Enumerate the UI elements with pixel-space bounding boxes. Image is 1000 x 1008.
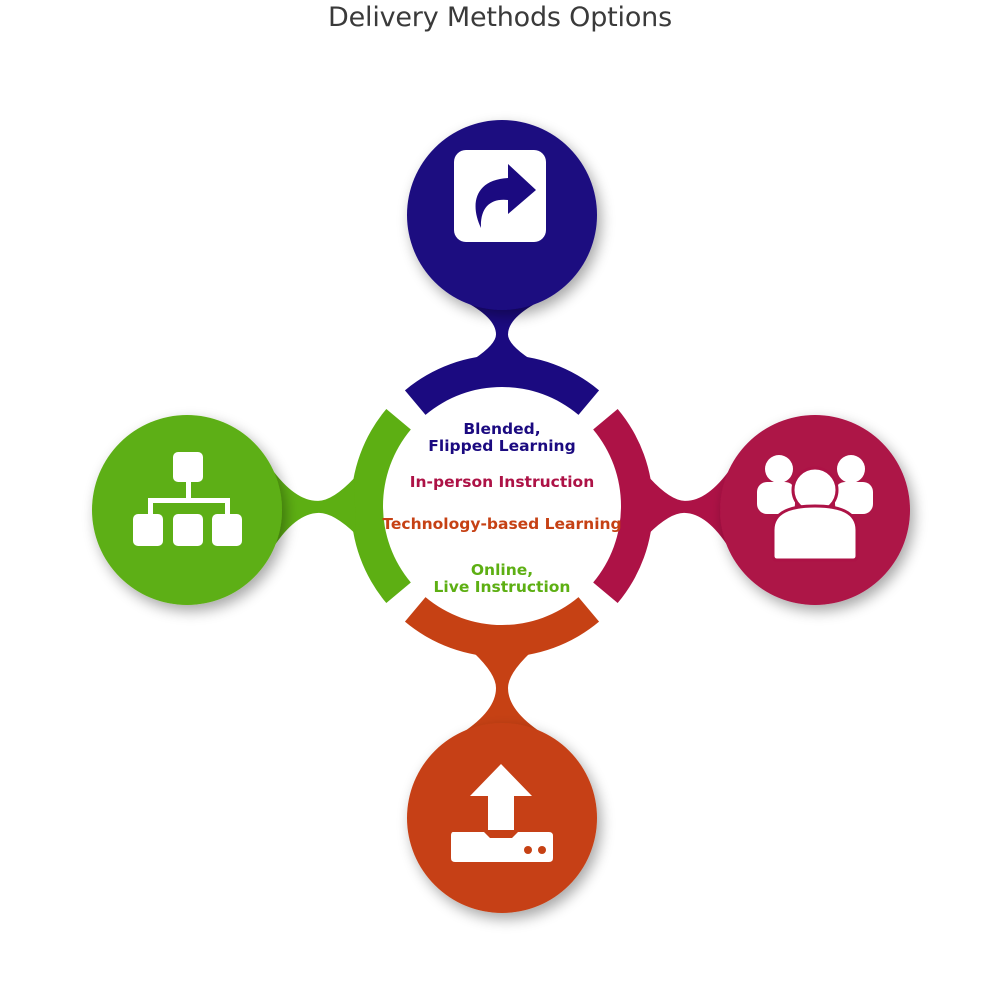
upload-tray-icon (451, 764, 553, 862)
page-title: Delivery Methods Options (328, 2, 672, 33)
node-bottom[interactable] (404, 597, 600, 913)
org-chart-icon (133, 452, 242, 546)
connector-right (648, 467, 731, 548)
connector-left (271, 467, 356, 548)
center-label-line: In-person Instruction (410, 473, 595, 491)
node-left[interactable] (92, 408, 411, 605)
connector-top (462, 300, 542, 359)
center-label-line: Online, (471, 561, 533, 579)
center-label-line: Blended, (463, 420, 540, 438)
center-label-line: Technology-based Learning (382, 515, 621, 533)
ring-segment-right (593, 408, 653, 604)
node-top[interactable] (404, 120, 600, 415)
ring-segment-top (404, 355, 600, 415)
share-arrow-icon (454, 150, 546, 242)
node-right[interactable] (593, 408, 910, 605)
ring-segment-bottom (404, 597, 600, 658)
center-label-line: Live Instruction (434, 578, 571, 596)
node-circle-left (92, 415, 282, 605)
users-group-icon (757, 455, 873, 562)
connector-bottom (462, 653, 542, 733)
center-label-line: Flipped Learning (428, 437, 575, 455)
ring-segment-left (351, 408, 411, 604)
